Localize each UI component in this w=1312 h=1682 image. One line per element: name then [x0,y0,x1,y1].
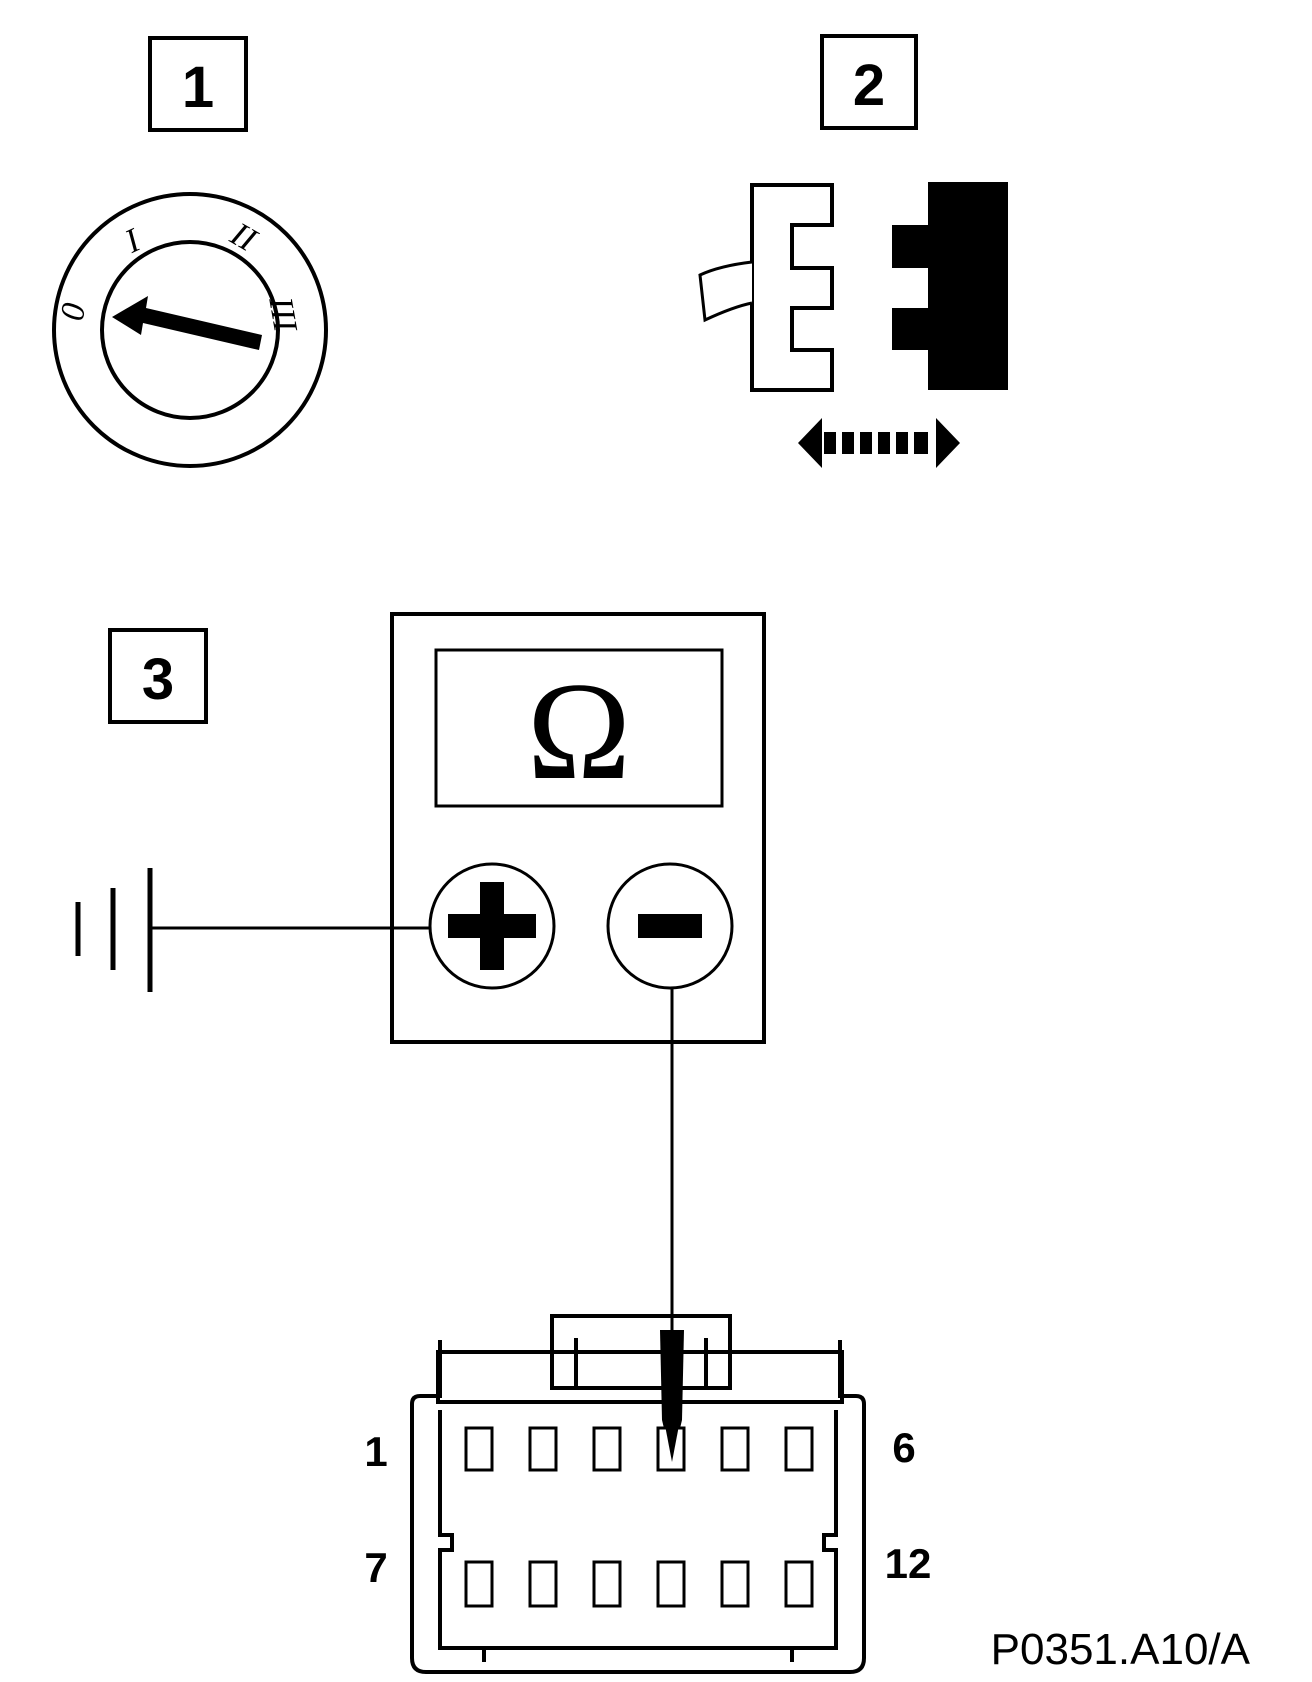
plus-icon [448,882,536,970]
pin-5 [720,1426,750,1472]
pin-label-1: 1 [364,1428,387,1475]
pin-8 [528,1560,558,1608]
position-0-label: 0 [54,300,93,323]
step-1-group: 1 0 I II III [52,36,328,468]
pin-3 [592,1426,622,1472]
step-3-box [108,628,208,724]
wiring-connector: 1 6 7 12 [364,1314,932,1674]
key-pointer-arrow-icon [112,296,262,350]
pin-10 [656,1560,686,1608]
step-3-group: 3 Ω [75,612,932,1674]
ignition-switch-dial: 0 I II III [52,192,328,468]
step-1-number: 1 [182,55,214,120]
connector-housing [410,1340,866,1674]
step-2-group: 2 [698,34,1008,468]
connector-wire [698,260,753,323]
ground-symbol-icon [75,868,153,992]
step-2-number: 2 [853,53,885,118]
pin-1 [464,1426,494,1472]
ignition-key-barrel [100,240,280,420]
pin-6 [784,1426,814,1472]
step-1-box [148,36,248,132]
multimeter-display [434,648,724,808]
probe-tip-overlay [662,1372,682,1462]
connector-plug-outline [698,183,834,392]
pin-label-6: 6 [892,1424,915,1471]
position-I-label: I [119,221,147,260]
step-2-box [820,34,918,130]
step-3-number: 3 [142,647,174,712]
pin-label-7: 7 [364,1544,387,1591]
figure-reference-code: P0351.A10/A [991,1625,1251,1674]
pin-row-bottom [464,1560,814,1608]
minus-icon [638,914,702,938]
disconnect-arrow-icon [798,418,960,468]
position-III-label: III [261,293,304,336]
pin-2 [528,1426,558,1472]
connector-inner-wall [438,1410,838,1650]
pin-9 [592,1560,622,1608]
pin-7 [464,1560,494,1608]
pin-row-top [464,1426,814,1472]
pin-12 [784,1560,814,1608]
pin-11 [720,1560,750,1608]
connector-socket-solid [892,182,1008,390]
connector-top-rail [436,1350,844,1404]
ohm-symbol: Ω [527,654,631,809]
multimeter: Ω [390,612,766,1044]
pin-label-12: 12 [885,1540,932,1587]
